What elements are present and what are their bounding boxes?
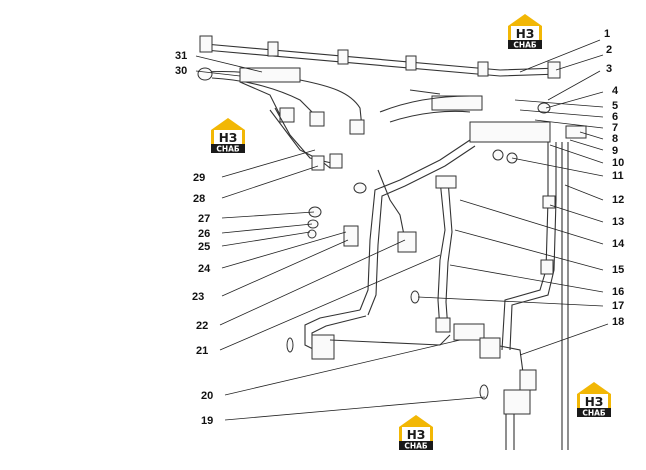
- svg-text:НЗ: НЗ: [219, 131, 238, 145]
- callout-21: 21: [196, 345, 208, 357]
- callout-28: 28: [193, 193, 205, 205]
- watermark-logo-bottom-right: НЗ СНАБ: [577, 382, 611, 418]
- callout-10: 10: [612, 157, 624, 169]
- callout-7: 7: [612, 122, 618, 134]
- svg-text:НЗ: НЗ: [516, 27, 535, 41]
- callout-8: 8: [612, 133, 618, 145]
- watermark-logo-left: НЗ СНАБ: [211, 118, 245, 154]
- callout-11: 11: [612, 170, 624, 182]
- callout-12: 12: [612, 194, 624, 206]
- svg-text:СНАБ: СНАБ: [216, 145, 240, 154]
- svg-text:СНАБ: СНАБ: [513, 41, 537, 50]
- callout-2: 2: [606, 44, 612, 56]
- callout-13: 13: [612, 216, 624, 228]
- callout-19: 19: [201, 415, 213, 427]
- callout-5: 5: [612, 100, 618, 112]
- callout-24: 24: [198, 263, 211, 275]
- callout-3: 3: [606, 63, 612, 75]
- leader-lines: [195, 39, 609, 421]
- callout-15: 15: [612, 264, 624, 276]
- callout-14: 14: [612, 238, 625, 250]
- callout-25: 25: [198, 241, 210, 253]
- watermark-logo-bottom-center: НЗ СНАБ: [399, 415, 433, 451]
- callout-20: 20: [201, 390, 213, 402]
- callout-6: 6: [612, 111, 618, 123]
- svg-text:НЗ: НЗ: [407, 428, 426, 442]
- callout-4: 4: [612, 85, 619, 97]
- callout-17: 17: [612, 300, 624, 312]
- pipe-drawing: [197, 35, 587, 450]
- callout-16: 16: [612, 286, 624, 298]
- callout-26: 26: [198, 228, 210, 240]
- callout-27: 27: [198, 213, 210, 225]
- svg-text:СНАБ: СНАБ: [582, 409, 606, 418]
- watermark-logo-top: НЗ СНАБ: [508, 14, 542, 50]
- callout-1: 1: [604, 28, 610, 40]
- callout-labels: 1 2 3 4 5 6 7 8 9 10 11 12 13 14 15 16 1…: [175, 28, 625, 427]
- svg-text:НЗ: НЗ: [585, 395, 604, 409]
- callout-30: 30: [175, 65, 187, 77]
- callout-22: 22: [196, 320, 208, 332]
- callout-18: 18: [612, 316, 624, 328]
- svg-text:СНАБ: СНАБ: [404, 442, 428, 451]
- callout-29: 29: [193, 172, 205, 184]
- callout-23: 23: [192, 291, 204, 303]
- callout-31: 31: [175, 50, 187, 62]
- callout-9: 9: [612, 145, 618, 157]
